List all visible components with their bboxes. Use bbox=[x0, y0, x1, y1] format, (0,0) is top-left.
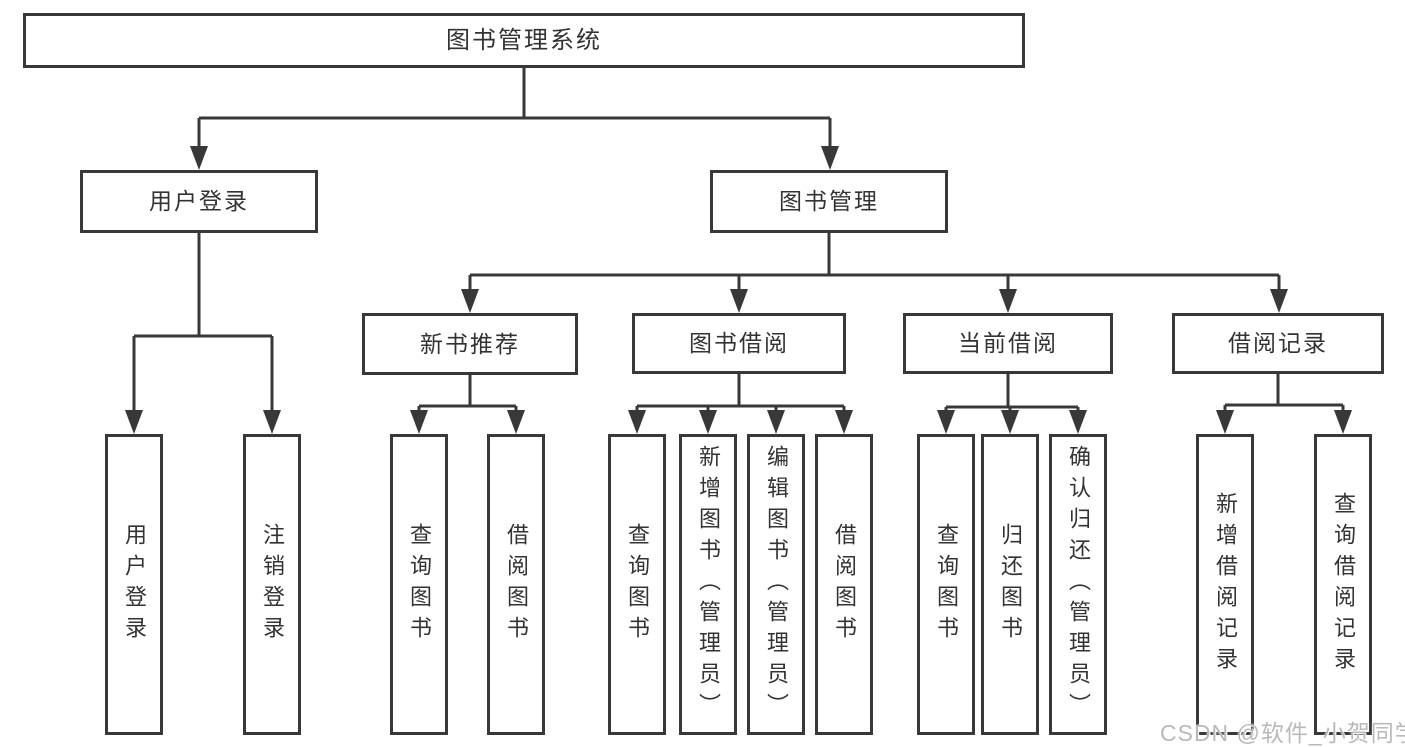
node-label: 查询图书 bbox=[625, 522, 650, 647]
node-label: 用户登录 bbox=[149, 188, 249, 214]
node-label: 查询借阅记录 bbox=[1331, 491, 1356, 678]
leaf-logout: 注销登录 bbox=[243, 434, 301, 735]
tree-edges bbox=[132, 68, 1345, 412]
node-label: 用户登录 bbox=[122, 522, 147, 647]
node-label: 查询图书 bbox=[934, 522, 959, 647]
node-label: 编辑图书（管理员） bbox=[764, 445, 789, 724]
node-label: 借阅图书 bbox=[504, 522, 529, 647]
leaf-edit-book-admin: 编辑图书（管理员） bbox=[747, 434, 805, 735]
leaf-query-books-current: 查询图书 bbox=[917, 434, 975, 735]
node-new-book-recommend: 新书推荐 bbox=[362, 313, 578, 375]
leaf-query-books-borrow: 查询图书 bbox=[608, 434, 666, 735]
node-label: 图书管理 bbox=[779, 188, 879, 214]
node-current-borrow: 当前借阅 bbox=[903, 313, 1113, 374]
leaf-add-borrow-record: 新增借阅记录 bbox=[1196, 434, 1254, 735]
node-label: 归还图书 bbox=[998, 522, 1023, 647]
node-root-system: 图书管理系统 bbox=[23, 13, 1025, 68]
node-user-login: 用户登录 bbox=[80, 170, 318, 233]
node-label: 新书推荐 bbox=[420, 330, 520, 357]
leaf-confirm-return-admin: 确认归还（管理员） bbox=[1049, 434, 1107, 735]
node-book-borrow: 图书借阅 bbox=[632, 313, 846, 374]
arrowheads bbox=[125, 146, 1352, 434]
watermark: CSDN @软件_小贺同学 bbox=[1160, 720, 1405, 746]
node-label: 当前借阅 bbox=[958, 330, 1058, 356]
node-label: 图书管理系统 bbox=[446, 26, 602, 54]
node-label: 查询图书 bbox=[407, 522, 432, 647]
node-label: 借阅记录 bbox=[1228, 330, 1328, 356]
leaf-borrow-books: 借阅图书 bbox=[815, 434, 873, 735]
node-label: 借阅图书 bbox=[832, 522, 857, 647]
node-label: 图书借阅 bbox=[689, 330, 789, 356]
leaf-borrow-books-recommend: 借阅图书 bbox=[487, 434, 545, 735]
leaf-user-login: 用户登录 bbox=[105, 434, 163, 735]
node-label: 确认归还（管理员） bbox=[1066, 445, 1091, 724]
leaf-add-book-admin: 新增图书（管理员） bbox=[679, 434, 737, 735]
node-label: 注销登录 bbox=[260, 522, 285, 647]
leaf-query-borrow-record: 查询借阅记录 bbox=[1314, 434, 1372, 735]
node-borrow-records: 借阅记录 bbox=[1172, 313, 1384, 374]
node-label: 新增图书（管理员） bbox=[696, 445, 721, 724]
leaf-query-books-recommend: 查询图书 bbox=[390, 434, 448, 735]
node-book-management: 图书管理 bbox=[710, 170, 948, 233]
leaf-return-books: 归还图书 bbox=[981, 434, 1039, 735]
node-label: 新增借阅记录 bbox=[1213, 491, 1238, 678]
